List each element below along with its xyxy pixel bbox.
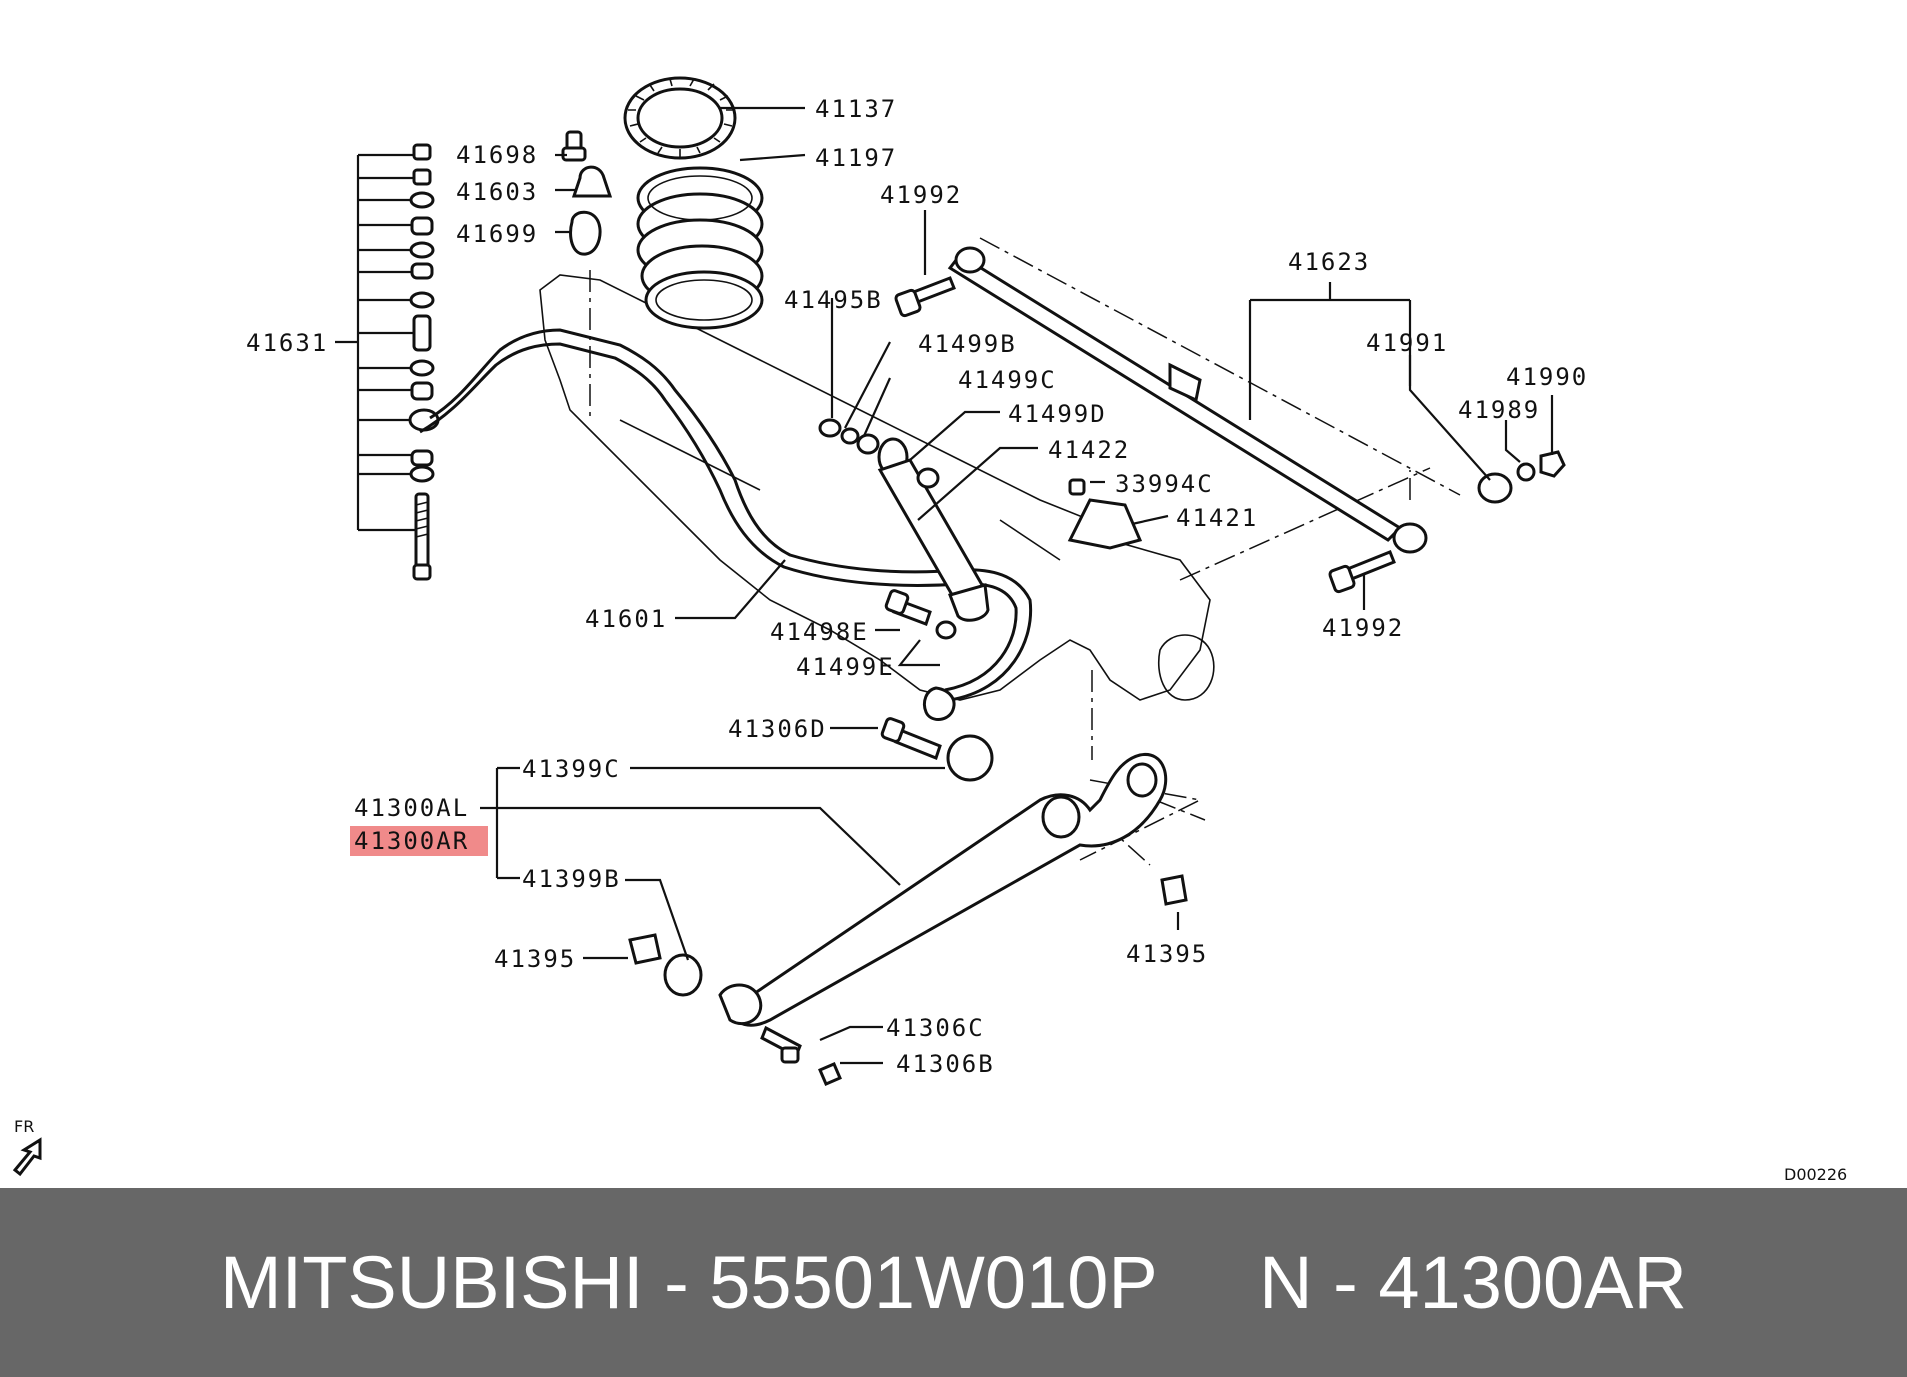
label-41495b: 41495B [784, 286, 883, 314]
label-41300ar: 41300AR [354, 827, 469, 855]
label-41991: 41991 [1366, 329, 1448, 357]
label-41499d: 41499D [1008, 400, 1107, 428]
label-41197: 41197 [815, 144, 897, 172]
label-41601: 41601 [585, 605, 667, 633]
label-41395-right: 41395 [1126, 940, 1208, 968]
stabilizer-link-stack [408, 143, 440, 581]
label-41631: 41631 [246, 329, 328, 357]
shock-absorber-41422 [818, 418, 990, 622]
parts-diagram: 41137 41197 41698 41603 41699 41631 4199… [12, 76, 1847, 1184]
stabilizer-brackets [561, 130, 613, 256]
bump-stopper-41421 [1067, 478, 1143, 550]
label-41421: 41421 [1176, 504, 1258, 532]
footer-bar: MITSUBISHI - 55501W010P N - 41300AR [0, 1188, 1907, 1377]
label-41698: 41698 [456, 141, 538, 169]
coil-spring-41197 [636, 166, 764, 330]
label-41499e: 41499E [796, 653, 895, 681]
label-41990: 41990 [1506, 363, 1588, 391]
center-lines [589, 237, 1461, 866]
label-41137: 41137 [815, 95, 897, 123]
label-41499b: 41499B [918, 330, 1017, 358]
lateral-rod-41623 [894, 246, 1566, 594]
label-41699: 41699 [456, 220, 538, 248]
stabilizer-bar-41601 [419, 328, 1033, 721]
label-41623: 41623 [1288, 248, 1370, 276]
label-fr: FR [14, 1117, 34, 1136]
label-41300al: 41300AL [354, 794, 469, 822]
highlight-41300ar [350, 826, 488, 856]
label-41992-top: 41992 [880, 181, 962, 209]
label-41992-bottom: 41992 [1322, 614, 1404, 642]
label-41989: 41989 [1458, 396, 1540, 424]
label-33994c: 33994C [1115, 470, 1214, 498]
spring-pad-41137 [623, 76, 737, 160]
label-41422: 41422 [1048, 436, 1130, 464]
leader-lines [335, 106, 1554, 1065]
trailing-arm-41300 [628, 734, 1188, 1086]
label-41306b: 41306B [896, 1050, 995, 1078]
label-41306c: 41306C [886, 1014, 985, 1042]
front-arrow-icon [12, 1137, 42, 1177]
label-41603: 41603 [456, 178, 538, 206]
label-41306d: 41306D [728, 715, 827, 743]
axle-housing [539, 274, 1215, 701]
label-41395-left: 41395 [494, 945, 576, 973]
label-41498e: 41498E [770, 618, 869, 646]
label-41499c: 41499C [958, 366, 1057, 394]
label-41399b: 41399B [522, 865, 621, 893]
shock-lower-bolts [880, 589, 957, 760]
footer-part-text: MITSUBISHI - 55501W010P N - 41300AR [220, 1241, 1687, 1324]
label-41399c: 41399C [522, 755, 621, 783]
diagram-code: D00226 [1784, 1165, 1847, 1184]
